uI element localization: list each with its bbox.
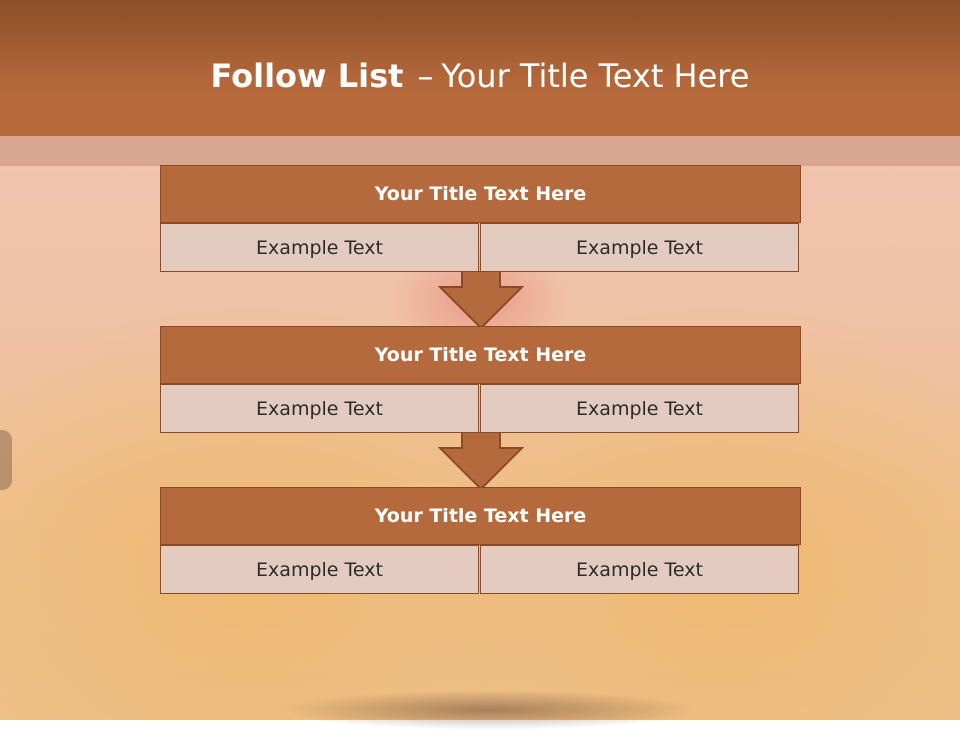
title-bold: Follow List [210, 57, 404, 95]
block-heading: Your Title Text Here [160, 487, 801, 545]
block-cell-right: Example Text [480, 545, 799, 594]
background-detail [280, 690, 700, 730]
block-cell-right: Example Text [480, 223, 799, 272]
block-cell-left: Example Text [160, 223, 479, 272]
title-bar-strip [0, 136, 960, 166]
list-block-3: Your Title Text Here Example Text Exampl… [160, 487, 801, 594]
down-arrow-icon [438, 432, 524, 490]
block-cell-left: Example Text [160, 545, 479, 594]
down-arrow-icon [438, 271, 524, 329]
list-block-2: Your Title Text Here Example Text Exampl… [160, 326, 801, 433]
block-heading: Your Title Text Here [160, 326, 801, 384]
block-cell-left: Example Text [160, 384, 479, 433]
title-rest: Your Title Text Here [441, 57, 750, 95]
title-bar [0, 0, 960, 136]
block-heading: Your Title Text Here [160, 165, 801, 223]
background-detail [0, 430, 12, 490]
block-cell-right: Example Text [480, 384, 799, 433]
title-separator: – [417, 57, 434, 95]
slide-title: Follow List–Your Title Text Here [0, 54, 960, 98]
list-block-1: Your Title Text Here Example Text Exampl… [160, 165, 801, 272]
